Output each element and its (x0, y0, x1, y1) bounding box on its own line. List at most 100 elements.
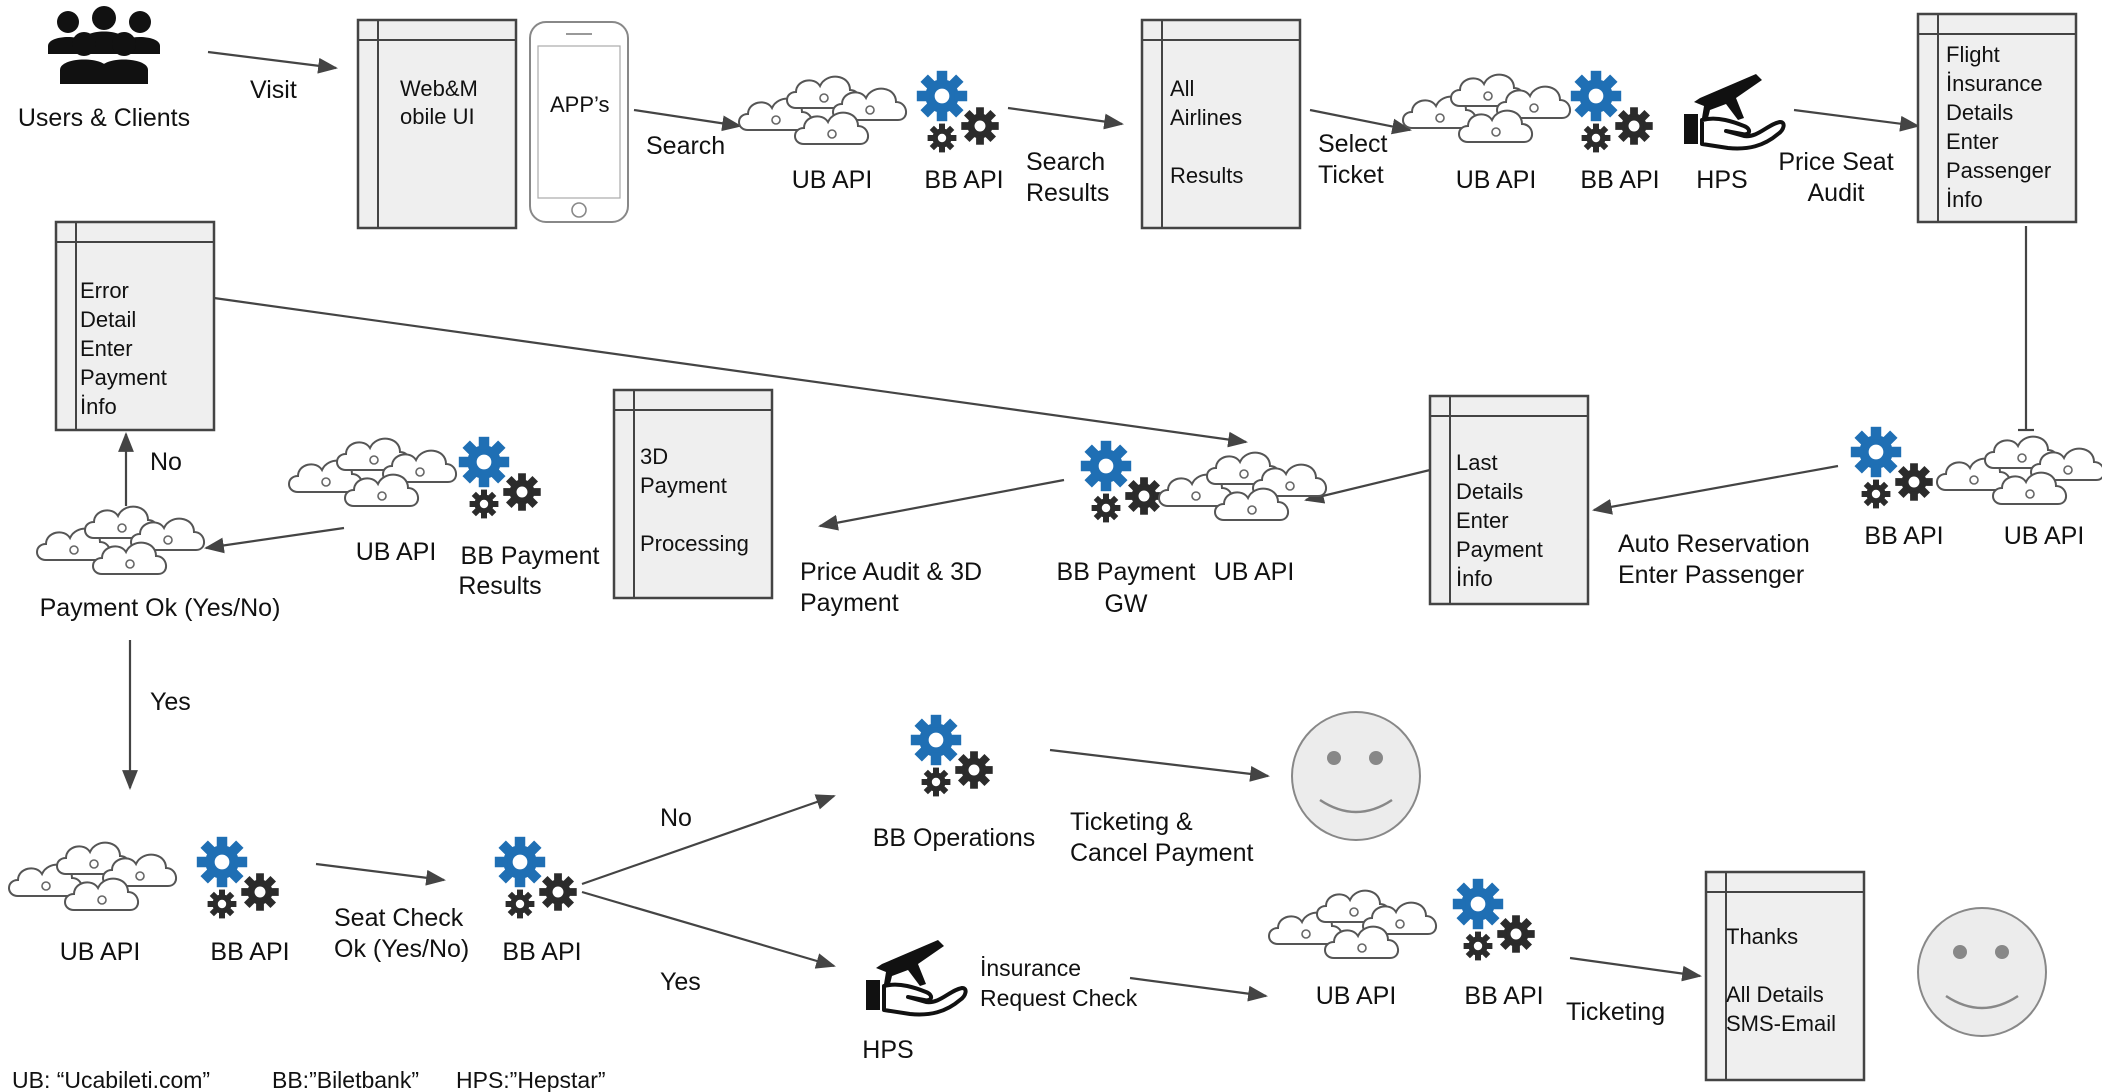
arrow-price-seat (1793, 108, 1920, 132)
node-hps-2: HPS (862, 1036, 913, 1064)
gears-icon (1081, 441, 1163, 523)
cloud-cluster-icon (289, 439, 456, 506)
node-bb-api-8: BB API (1464, 982, 1543, 1010)
connectors (118, 50, 2034, 1002)
box-error-line-5: İnfo (80, 394, 117, 419)
box-flight-line-3: Details (1946, 100, 2013, 125)
node-bb-api-1: BB API (924, 166, 1003, 194)
box-error-line-2: Detail (80, 307, 136, 332)
box-last-line-1: Last (1456, 450, 1498, 475)
label-price-audit-2: Payment (800, 589, 899, 617)
gears-icon (917, 71, 999, 153)
plane-hand-icon (864, 938, 968, 1017)
box-thanks-line-3: All Details (1726, 982, 1824, 1007)
box-all-airlines-line-4: Results (1170, 163, 1243, 188)
node-bb-api-6: BB API (210, 938, 289, 966)
gears-icon (197, 837, 279, 919)
label-price-seat-1: Price Seat (1778, 148, 1893, 176)
cloud-cluster-icon (9, 843, 176, 910)
label-yes-down: Yes (150, 688, 191, 716)
box-error-line-3: Enter (80, 336, 133, 361)
box-all-airlines-line-2: Airlines (1170, 105, 1242, 130)
arrow-ticketing (1569, 956, 1702, 982)
apps-label: APP’s (550, 92, 610, 117)
box-error-line-4: Payment (80, 365, 167, 390)
node-bb-payment-gw-2: GW (1104, 590, 1147, 618)
plane-hand-icon (1682, 72, 1786, 151)
label-ticketing-cancel-1: Ticketing & (1070, 808, 1193, 836)
cloud-cluster-icon (1159, 453, 1326, 520)
node-payment-ok: Payment Ok (Yes/No) (40, 594, 281, 622)
node-bb-payment-results-2: Results (458, 572, 541, 600)
smartphone-icon: APP’s (529, 21, 629, 223)
legend-ub: UB: “Ucabileti.com” (12, 1067, 210, 1092)
box-thanks-line-1: Thanks (1726, 924, 1798, 949)
box-web-mobile-ui: Web&M obile UI (356, 18, 518, 230)
gears-icon (495, 837, 577, 919)
cloud-cluster-icon (1937, 437, 2102, 504)
arrow-insurance (1129, 976, 1268, 1002)
arrow-select-ticket (1309, 108, 1412, 135)
arrow-seat-check (315, 862, 446, 886)
label-auto-reservation-1: Auto Reservation (1618, 530, 1810, 558)
box-web-mobile-line-2: obile UI (400, 104, 475, 129)
box-error-line-1: Error (80, 278, 129, 303)
label-seat-check-1: Seat Check (334, 904, 464, 932)
label-visit: Visit (250, 76, 297, 104)
box-thanks-line-4: SMS-Email (1726, 1011, 1836, 1036)
node-hps-1: HPS (1696, 166, 1747, 194)
box-last-line-5: İnfo (1456, 566, 1493, 591)
cloud-cluster-icon (37, 507, 204, 574)
box-all-airlines-line-1: All (1170, 76, 1194, 101)
arrow-yes-branch (581, 890, 836, 969)
arrow-ticketing-cancel (1049, 748, 1270, 782)
box-3d-line-4: Processing (640, 531, 749, 556)
label-search-results-1: Search (1026, 148, 1105, 176)
label-no-up: No (150, 448, 182, 476)
label-search-results-2: Results (1026, 179, 1109, 207)
label-search: Search (646, 132, 725, 160)
label-auto-reservation-2: Enter Passenger (1618, 561, 1804, 589)
smiley-face-icon (1917, 907, 2047, 1037)
label-insurance-1: İnsurance (980, 955, 1081, 981)
label-ticketing: Ticketing (1566, 998, 1665, 1026)
gears-icon (1571, 71, 1653, 153)
gears-icon (1851, 427, 1933, 509)
arrow-search-results (1007, 106, 1124, 130)
gears-icon (1453, 879, 1535, 961)
users-label: Users & Clients (18, 104, 190, 132)
node-ub-api-1: UB API (792, 166, 873, 194)
node-ub-api-8: UB API (1316, 982, 1397, 1010)
label-select-ticket-1: Select (1318, 130, 1388, 158)
box-flight-insurance: Flight İnsurance Details Enter Passenger… (1916, 12, 2078, 224)
label-select-ticket-2: Ticket (1318, 161, 1384, 189)
label-insurance-2: Request Check (980, 985, 1138, 1011)
box-flight-line-5: Passenger (1946, 158, 2051, 183)
legend-bb: BB:”Biletbank” (272, 1067, 419, 1092)
node-bb-payment-results-1: BB Payment (461, 542, 600, 570)
node-bb-operations: BB Operations (873, 824, 1036, 852)
node-bb-payment-gw-1: BB Payment (1057, 558, 1196, 586)
label-yes-branch: Yes (660, 968, 701, 996)
arrow-payment-results (204, 526, 345, 554)
box-last-line-4: Payment (1456, 537, 1543, 562)
box-last-line-2: Details (1456, 479, 1523, 504)
label-no-branch: No (660, 804, 692, 832)
node-ub-api-4: UB API (1214, 558, 1295, 586)
gears-icon (459, 437, 541, 519)
arrow-search (633, 108, 742, 132)
node-bb-api-3: BB API (1864, 522, 1943, 550)
box-flight-line-1: Flight (1946, 42, 2000, 67)
box-last-details: Last Details Enter Payment İnfo (1428, 394, 1590, 606)
arrow-no-branch (581, 794, 836, 886)
cloud-cluster-icon (1269, 891, 1436, 958)
smiley-face-icon (1291, 711, 1421, 841)
node-ub-api-3: UB API (2004, 522, 2085, 550)
label-seat-check-2: Ok (Yes/No) (334, 935, 469, 963)
node-ub-api-2: UB API (1456, 166, 1537, 194)
label-price-seat-2: Audit (1808, 179, 1865, 207)
gears-icon (911, 715, 993, 797)
box-3d-payment: 3D Payment Processing (612, 388, 774, 600)
box-flight-line-2: İnsurance (1946, 71, 2043, 96)
